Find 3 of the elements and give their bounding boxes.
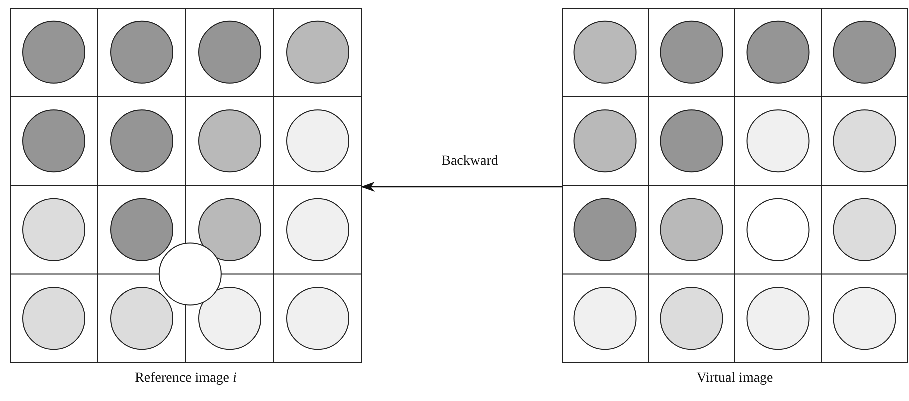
arrow: [361, 182, 562, 192]
image-caption: Reference image i: [135, 371, 237, 387]
image-caption: Virtual image: [696, 371, 774, 387]
